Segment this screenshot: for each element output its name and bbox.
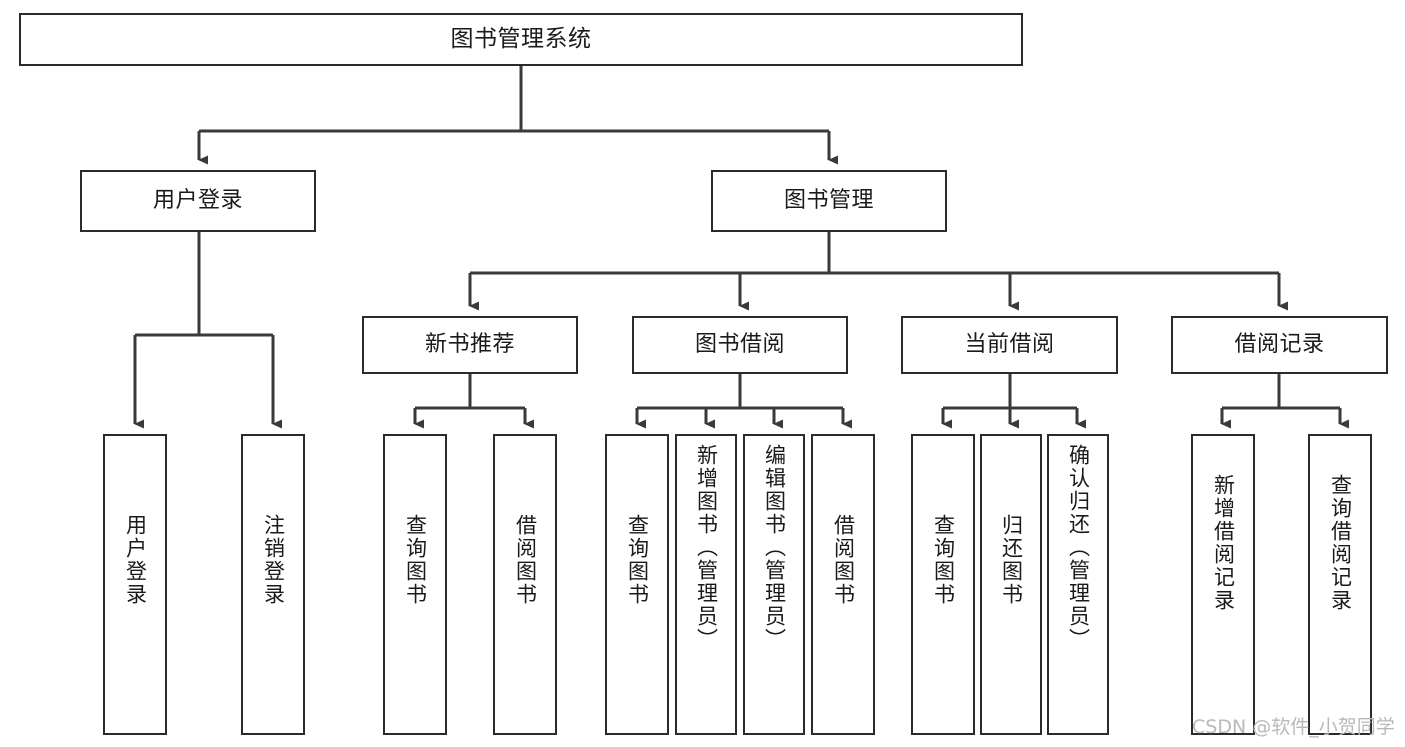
node-label: 用户登录 xyxy=(123,514,148,606)
node-label: 新增图书（管理员） xyxy=(694,444,719,651)
node-new-book-recommend[interactable]: 新书推荐 xyxy=(362,316,578,374)
node-current-borrow[interactable]: 当前借阅 xyxy=(901,316,1118,374)
leaf-confirm-return-admin[interactable]: 确认归还（管理员） xyxy=(1047,434,1109,735)
leaf-return-book[interactable]: 归还图书 xyxy=(980,434,1042,735)
leaf-query-borrow-record[interactable]: 查询借阅记录 xyxy=(1308,434,1372,735)
node-root-book-management-system[interactable]: 图书管理系统 xyxy=(19,13,1023,66)
leaf-user-login[interactable]: 用户登录 xyxy=(103,434,167,735)
node-label: 图书管理系统 xyxy=(450,25,592,52)
node-label: 用户登录 xyxy=(152,187,243,213)
leaf-query-book-current[interactable]: 查询图书 xyxy=(911,434,975,735)
node-label: 确认归还（管理员） xyxy=(1066,444,1091,651)
leaf-edit-book-admin[interactable]: 编辑图书（管理员） xyxy=(743,434,805,735)
watermark-text: CSDN @软件_小贺同学 xyxy=(1192,716,1395,738)
node-label: 查询图书 xyxy=(625,514,650,606)
node-label: 新增借阅记录 xyxy=(1211,474,1236,612)
node-book-borrow[interactable]: 图书借阅 xyxy=(632,316,848,374)
node-label: 图书管理 xyxy=(783,187,874,213)
node-label: 归还图书 xyxy=(999,514,1024,606)
node-borrow-records[interactable]: 借阅记录 xyxy=(1171,316,1388,374)
leaf-logout[interactable]: 注销登录 xyxy=(241,434,305,735)
leaf-add-book-admin[interactable]: 新增图书（管理员） xyxy=(675,434,737,735)
node-label: 借阅图书 xyxy=(513,514,538,606)
leaf-borrow-book-recommend[interactable]: 借阅图书 xyxy=(493,434,557,735)
node-label: 当前借阅 xyxy=(964,331,1055,357)
node-label: 注销登录 xyxy=(261,514,286,606)
node-label: 借阅图书 xyxy=(831,514,856,606)
leaf-add-borrow-record[interactable]: 新增借阅记录 xyxy=(1191,434,1255,735)
node-label: 查询借阅记录 xyxy=(1328,474,1353,612)
node-user-login[interactable]: 用户登录 xyxy=(80,170,316,232)
node-label: 借阅记录 xyxy=(1234,331,1325,357)
leaf-query-book-borrow[interactable]: 查询图书 xyxy=(605,434,669,735)
node-book-management[interactable]: 图书管理 xyxy=(711,170,947,232)
leaf-borrow-book[interactable]: 借阅图书 xyxy=(811,434,875,735)
node-label: 查询图书 xyxy=(931,514,956,606)
node-label: 新书推荐 xyxy=(424,331,515,357)
node-label: 编辑图书（管理员） xyxy=(762,444,787,651)
leaf-query-book-recommend[interactable]: 查询图书 xyxy=(383,434,447,735)
node-label: 查询图书 xyxy=(403,514,428,606)
node-label: 图书借阅 xyxy=(694,331,785,357)
